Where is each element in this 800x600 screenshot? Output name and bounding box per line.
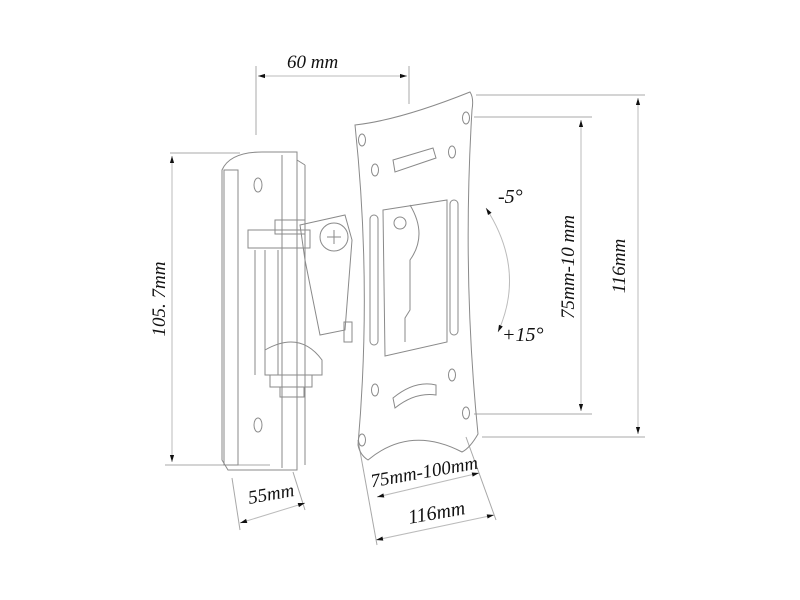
vesa-plate xyxy=(354,91,479,461)
tilt-up-label: -5° xyxy=(498,186,523,208)
dim-top-depth: 60 mm xyxy=(287,52,339,73)
tilt-down-label: +15° xyxy=(502,324,544,346)
wall-plate xyxy=(221,151,353,471)
dim-plate-height: 116mm xyxy=(609,238,630,294)
dim-vesa-vertical: 75mm-10 mm xyxy=(558,215,579,319)
dim-wall-plate-height: 105. 7mm xyxy=(149,261,170,337)
